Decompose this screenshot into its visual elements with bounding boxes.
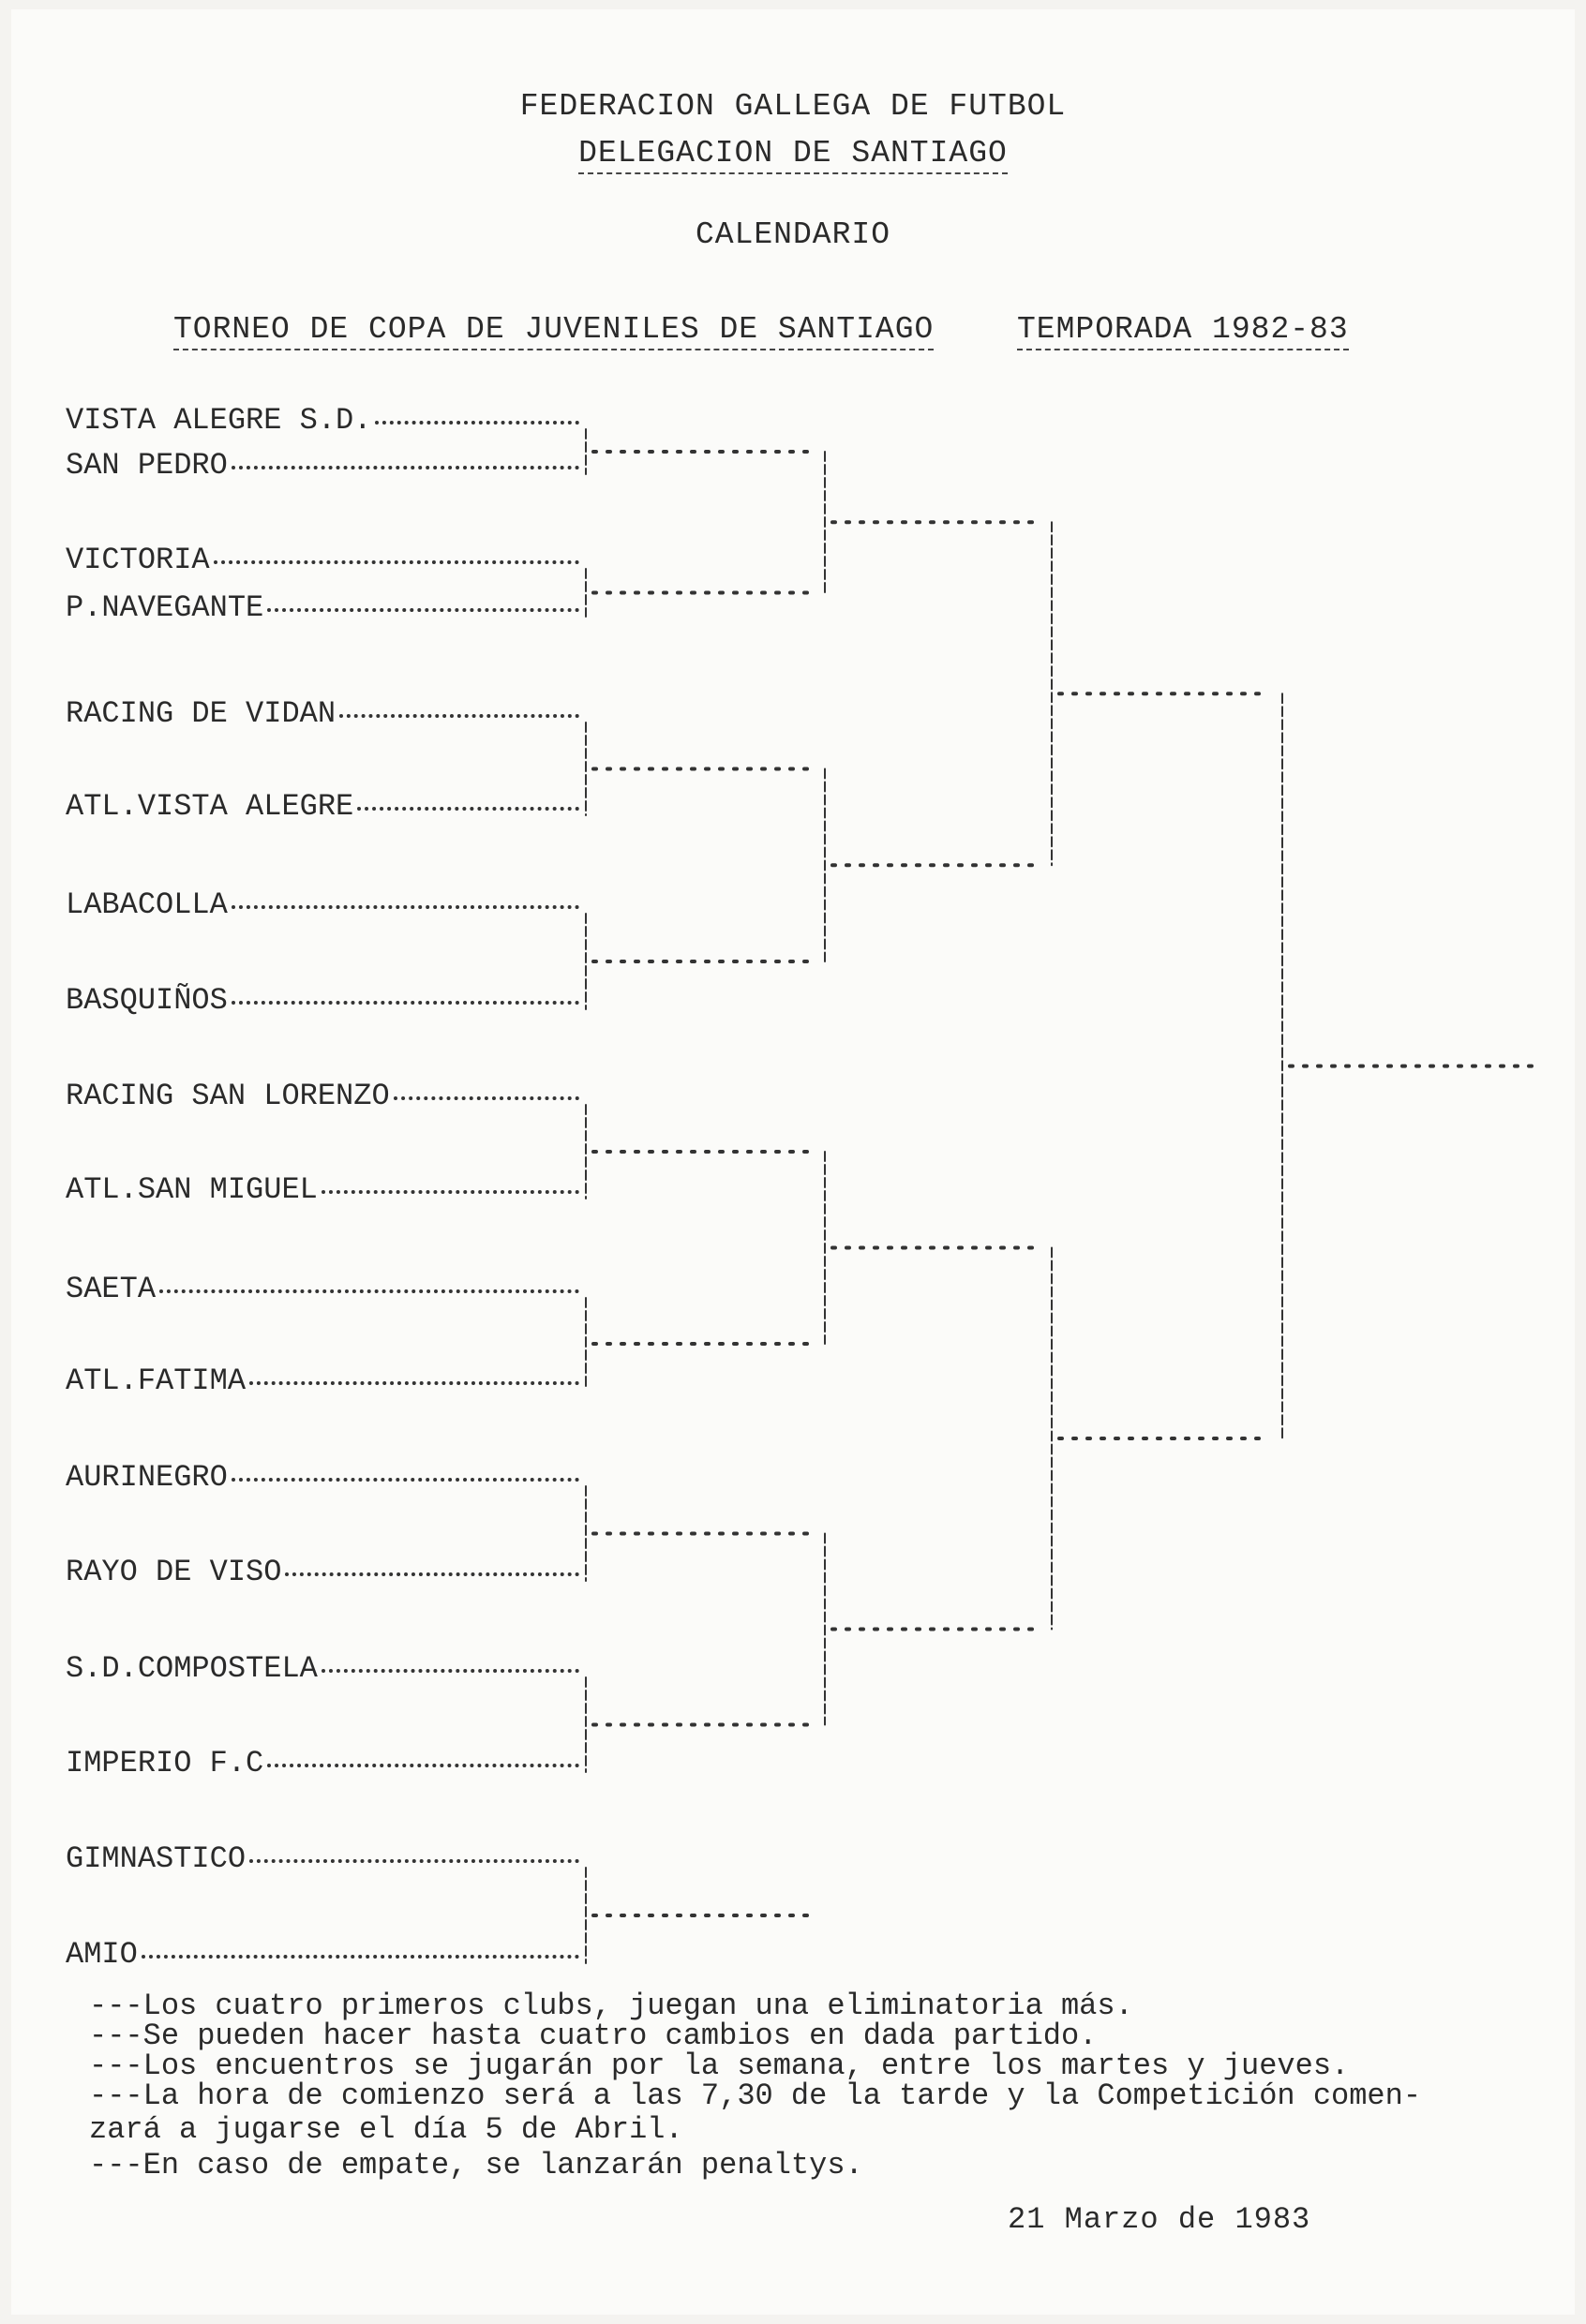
team-row: GIMNASTICO [66, 1841, 579, 1876]
team-row: SAN PEDRO [66, 448, 579, 483]
team-name: SAN PEDRO [66, 448, 228, 483]
team-name: RACING DE VIDAN [66, 696, 337, 731]
dotted-leader [159, 1289, 579, 1293]
team-row: IMPERIO F.C [66, 1746, 579, 1780]
dotted-leader [231, 466, 579, 469]
calendar-title: CALENDARIO [695, 217, 891, 252]
federation-title: FEDERACION GALLEGA DE FUTBOL [519, 89, 1067, 124]
team-name: IMPERIO F.C [66, 1746, 264, 1780]
note-line: ---Los encuentros se jugarán por la sema… [89, 2048, 1350, 2083]
team-name: GIMNASTICO [66, 1841, 247, 1876]
dotted-leader [375, 421, 579, 425]
note-line: ---Los cuatro primeros clubs, juegan una… [89, 1989, 1133, 2023]
team-row: VICTORIA [66, 543, 579, 577]
team-name: LABACOLLA [66, 887, 228, 922]
team-name: VISTA ALEGRE S.D. [66, 403, 372, 438]
dotted-leader [267, 1764, 579, 1767]
team-name: RAYO DE VISO [66, 1555, 282, 1589]
team-row: ATL.SAN MIGUEL [66, 1172, 579, 1207]
note-line: ---En caso de empate, se lanzarán penalt… [89, 2148, 863, 2182]
team-row: LABACOLLA [66, 887, 579, 922]
dotted-leader [231, 905, 579, 909]
team-row: P.NAVEGANTE [66, 590, 579, 625]
team-name: S.D.COMPOSTELA [66, 1651, 318, 1686]
team-row: ATL.VISTA ALEGRE [66, 789, 579, 824]
team-name: BASQUIÑOS [66, 983, 228, 1018]
note-line: zará a jugarse el día 5 de Abril. [89, 2112, 683, 2147]
dotted-leader [267, 608, 579, 612]
dotted-leader [321, 1669, 579, 1673]
tournament-text: TORNEO DE COPA DE JUVENILES DE SANTIAGO [173, 312, 935, 350]
team-row: AMIO [66, 1937, 579, 1972]
team-name: AURINEGRO [66, 1460, 228, 1495]
note-line: ---La hora de comienzo será a las 7,30 d… [89, 2078, 1422, 2113]
team-name: VICTORIA [66, 543, 210, 577]
season-text: TEMPORADA 1982-83 [1017, 312, 1349, 350]
delegation-text: DELEGACION DE SANTIAGO [578, 136, 1008, 174]
team-row: RACING SAN LORENZO [66, 1079, 579, 1113]
dotted-leader [213, 560, 579, 564]
team-row: RAYO DE VISO [66, 1555, 579, 1589]
team-row: SAETA [66, 1272, 579, 1306]
team-name: ATL.SAN MIGUEL [66, 1172, 318, 1207]
delegation-title: DELEGACION DE SANTIAGO [0, 136, 1586, 174]
paper-sheet [11, 9, 1575, 2315]
team-row: VISTA ALEGRE S.D. [66, 403, 579, 438]
dotted-leader [339, 714, 579, 718]
dotted-leader [231, 1001, 579, 1005]
team-name: AMIO [66, 1937, 138, 1972]
dotted-leader [285, 1572, 579, 1576]
team-name: SAETA [66, 1272, 157, 1306]
team-row: AURINEGRO [66, 1460, 579, 1495]
note-line: ---Se pueden hacer hasta cuatro cambios … [89, 2019, 1098, 2053]
dotted-leader [141, 1955, 579, 1959]
document-date: 21 Marzo de 1983 [1008, 2202, 1311, 2237]
dotted-leader [393, 1096, 579, 1100]
team-row: S.D.COMPOSTELA [66, 1651, 579, 1686]
team-name: ATL.FATIMA [66, 1363, 247, 1398]
team-name: RACING SAN LORENZO [66, 1079, 390, 1113]
dotted-leader [321, 1190, 579, 1194]
tournament-title: TORNEO DE COPA DE JUVENILES DE SANTIAGO [173, 312, 935, 350]
team-row: BASQUIÑOS [66, 983, 579, 1018]
team-row: RACING DE VIDAN [66, 696, 579, 731]
season-title: TEMPORADA 1982-83 [1017, 312, 1349, 350]
team-row: ATL.FATIMA [66, 1363, 579, 1398]
dotted-leader [249, 1381, 579, 1385]
team-name: P.NAVEGANTE [66, 590, 264, 625]
team-name: ATL.VISTA ALEGRE [66, 789, 354, 824]
dotted-leader [231, 1478, 579, 1482]
dotted-leader [249, 1859, 579, 1863]
dotted-leader [357, 807, 579, 811]
